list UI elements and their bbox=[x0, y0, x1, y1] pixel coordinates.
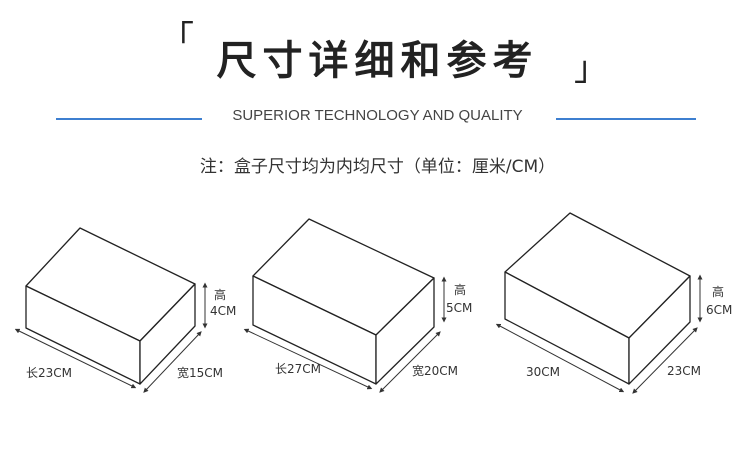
box-2-height-label: 5CM bbox=[446, 301, 472, 315]
box-1-dimension-lines bbox=[14, 282, 208, 393]
box-2-width-label: 宽20CM bbox=[412, 363, 458, 378]
bracket-close: 」 bbox=[574, 49, 608, 89]
box-2-height-char: 高 bbox=[454, 282, 466, 297]
box-3-length-label: 30CM bbox=[526, 365, 560, 379]
box-3-height-char: 高 bbox=[712, 284, 724, 299]
box-2-dimension-lines bbox=[243, 276, 447, 393]
box-1-width-label: 宽15CM bbox=[177, 365, 223, 380]
bracket-open: 「 bbox=[160, 19, 194, 59]
box-2-length-label: 长27CM bbox=[275, 362, 321, 376]
box-3-height-label: 6CM bbox=[706, 303, 732, 317]
box-3-dimension-lines bbox=[495, 274, 703, 394]
divider-right bbox=[556, 118, 696, 120]
divider-left bbox=[56, 118, 202, 120]
box-1-height-char: 高 bbox=[214, 287, 226, 302]
box-3 bbox=[504, 212, 691, 385]
box-1-height-label: 4CM bbox=[210, 304, 236, 318]
box-3-width-label: 23CM bbox=[667, 364, 701, 378]
box-1-length-label: 长23CM bbox=[26, 366, 72, 380]
tagline: SUPERIOR TECHNOLOGY AND QUALITY bbox=[232, 107, 523, 124]
box-1 bbox=[25, 227, 196, 385]
box-2 bbox=[252, 218, 435, 385]
page-title: 尺寸详细和参考 bbox=[216, 38, 539, 84]
unit-note: 注：盒子尺寸均为内均尺寸（单位：厘米/CM） bbox=[199, 157, 556, 177]
